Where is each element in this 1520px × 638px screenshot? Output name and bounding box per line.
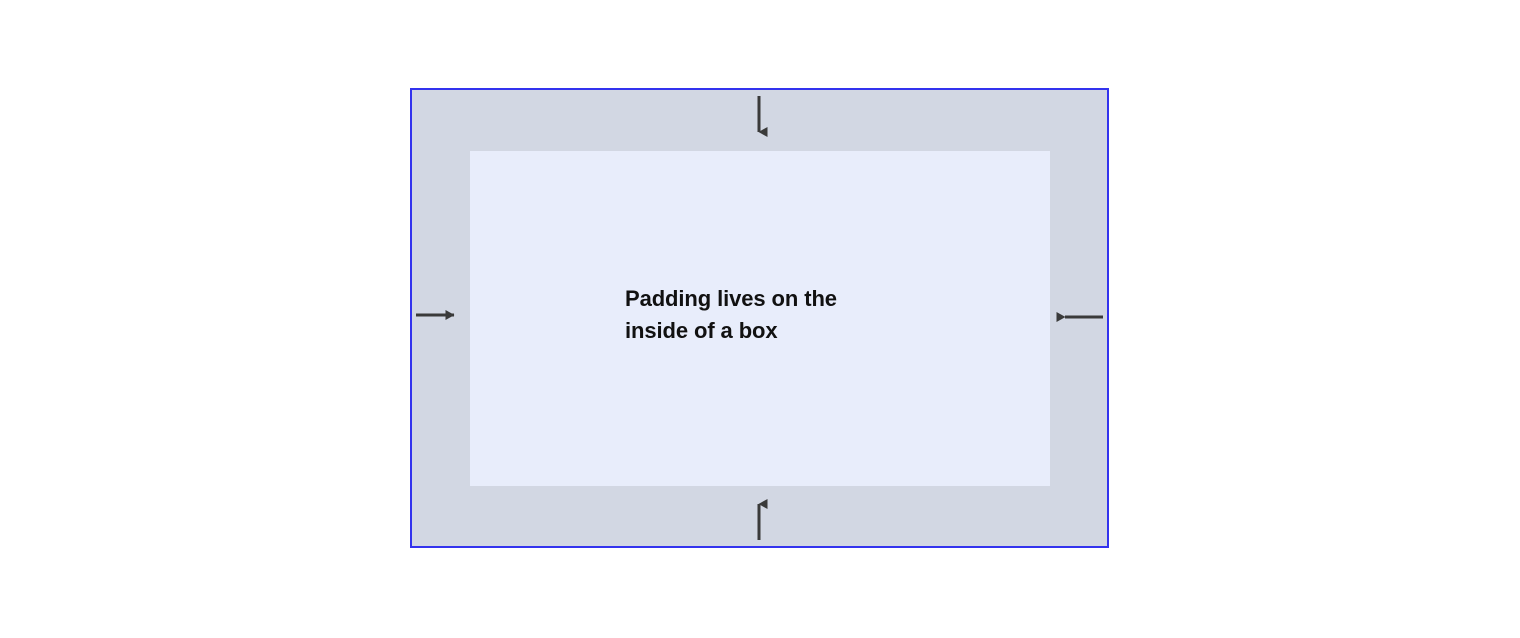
content-box bbox=[470, 151, 1050, 486]
content-label: Padding lives on the inside of a box bbox=[625, 286, 837, 343]
